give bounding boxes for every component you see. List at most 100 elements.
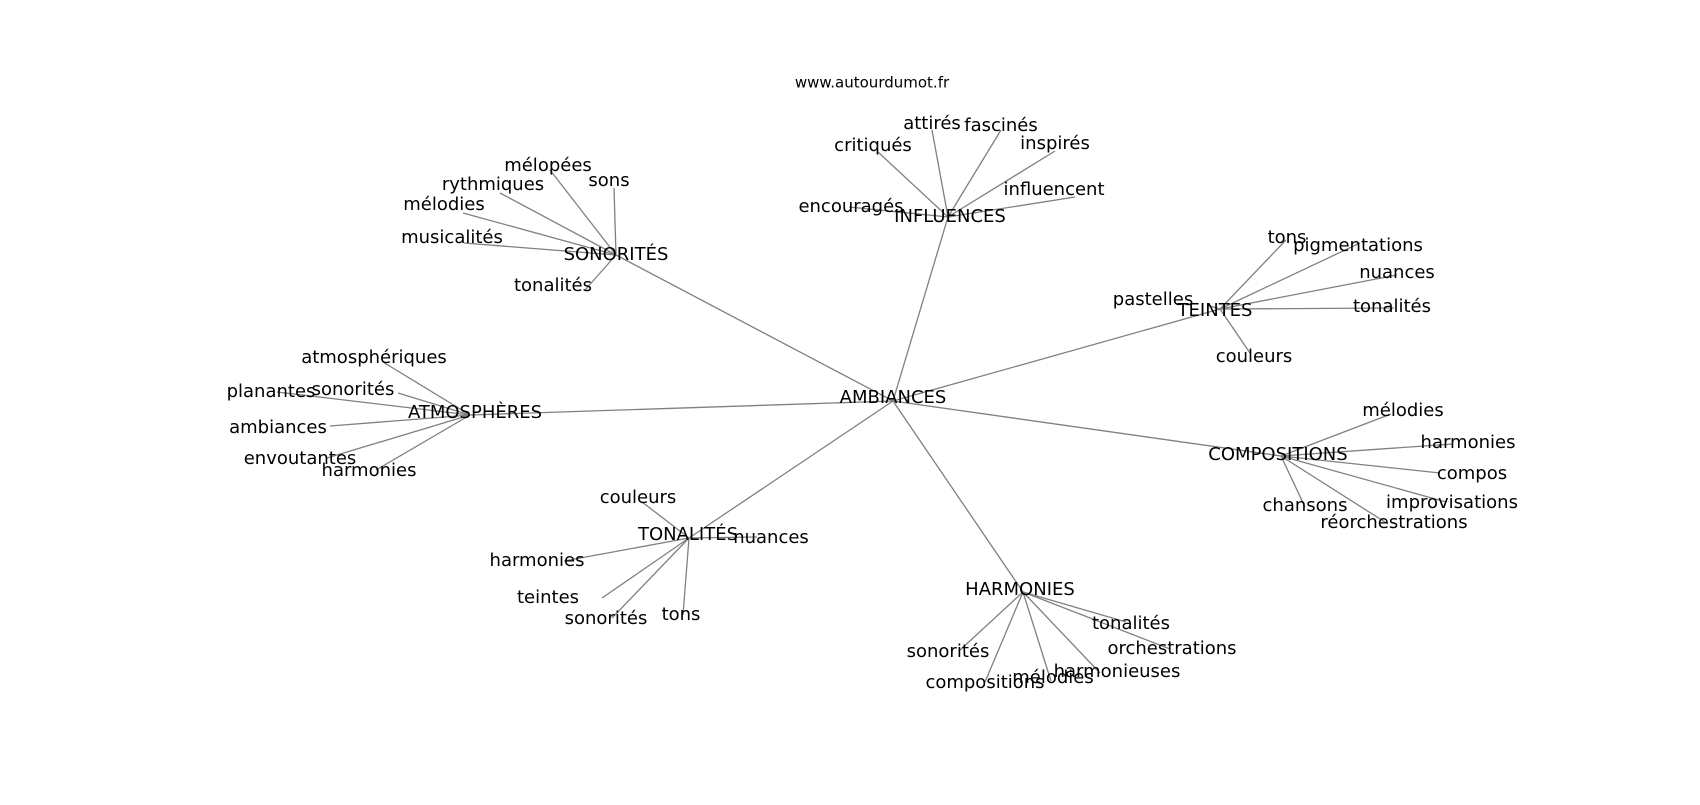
- hub-node: INFLUENCES: [894, 206, 1006, 227]
- edge-hub-to-word: [462, 212, 617, 256]
- edge-center-to-hub: [615, 254, 894, 402]
- word-node: encouragés: [798, 196, 903, 217]
- edge-hub-to-word: [958, 591, 1024, 652]
- word-node: nuances: [1359, 262, 1435, 283]
- word-node: improvisations: [1386, 492, 1518, 513]
- edge-hub-to-word: [613, 187, 617, 256]
- word-node: influencent: [1003, 179, 1104, 200]
- edge-hub-to-word: [947, 129, 1002, 218]
- word-node: sonorités: [312, 379, 395, 400]
- center-node: AMBIANCES: [840, 387, 947, 408]
- edge-hub-to-word: [276, 391, 471, 416]
- word-node: inspirés: [1020, 133, 1090, 154]
- hub-node: TONALITÉS: [637, 523, 738, 545]
- word-node: couleurs: [600, 487, 677, 508]
- word-node: mélodies: [403, 194, 485, 215]
- hub-node: SONORITÉS: [564, 243, 669, 265]
- word-node: mélodies: [1012, 667, 1094, 688]
- word-node: réorchestrations: [1320, 512, 1467, 533]
- word-node: couleurs: [1216, 346, 1293, 367]
- word-node: attirés: [903, 113, 961, 134]
- edge-hub-to-word: [499, 192, 617, 256]
- edge-center-to-hub: [892, 308, 1221, 402]
- edge-hub-to-word: [641, 501, 690, 539]
- edge-hub-to-word: [931, 129, 949, 218]
- edge-hub-to-word: [1022, 591, 1127, 623]
- word-node: sons: [588, 170, 629, 191]
- edge-hub-to-word: [382, 361, 471, 416]
- edge-hub-to-word: [947, 150, 1056, 218]
- edge-hub-to-word: [463, 242, 617, 256]
- source-label: www.autourdumot.fr: [795, 74, 950, 92]
- edge-hub-to-word: [1206, 304, 1221, 310]
- edge-hub-to-word: [584, 254, 617, 291]
- word-node: tons: [662, 604, 701, 625]
- edge-hub-to-word: [984, 591, 1024, 683]
- edge-hub-to-word: [1219, 242, 1361, 310]
- word-node: tonalités: [1092, 613, 1170, 634]
- hub-node: TEINTES: [1177, 300, 1253, 321]
- word-node: fascinés: [964, 115, 1038, 136]
- word-node: mélodies: [1362, 400, 1444, 421]
- edge-hub-to-word: [1280, 413, 1392, 457]
- edge-hub-to-word: [877, 151, 949, 218]
- edge-hub-to-word: [1280, 443, 1454, 457]
- edge-center-to-hub: [892, 216, 949, 402]
- word-node: tonalités: [514, 275, 592, 296]
- edge-hub-to-word: [375, 414, 471, 471]
- word-node: atmosphériques: [301, 347, 447, 368]
- edge-hub-to-word: [1022, 591, 1171, 650]
- word-node: teintes: [517, 587, 579, 608]
- hub-node: COMPOSITIONS: [1208, 444, 1347, 465]
- hub-node: ATMOSPHÈRES: [408, 401, 542, 423]
- edge-hub-to-word: [549, 169, 617, 256]
- word-node: ambiances: [229, 417, 327, 438]
- edge-center-to-hub: [469, 400, 894, 416]
- edge-hub-to-word: [1219, 307, 1395, 310]
- edge-hub-to-word: [326, 414, 471, 459]
- word-node: tonalités: [1353, 296, 1431, 317]
- edge-hub-to-word: [1280, 455, 1306, 508]
- word-node: sonorités: [565, 608, 648, 629]
- edge-hub-to-word: [1280, 455, 1447, 503]
- word-node: compositions: [925, 672, 1044, 693]
- edge-hub-to-word: [563, 537, 690, 562]
- word-node: mélopées: [504, 155, 592, 176]
- label-layer: www.autourdumot.fr AMBIANCES SONORITÉS mé…: [227, 74, 1518, 694]
- word-node: pigmentations: [1293, 235, 1423, 256]
- word-node: harmonies: [322, 460, 417, 481]
- edge-hub-to-word: [1280, 455, 1441, 474]
- word-node: rythmiques: [442, 174, 544, 195]
- edge-hub-to-word: [1022, 591, 1052, 682]
- edge-layer: [276, 129, 1454, 683]
- word-node: planantes: [227, 381, 316, 402]
- edge-hub-to-word: [688, 536, 758, 539]
- word-node: orchestrations: [1107, 638, 1236, 659]
- word-node: harmonies: [490, 550, 585, 571]
- edge-hub-to-word: [848, 206, 949, 218]
- edge-hub-to-word: [1280, 455, 1389, 525]
- edge-hub-to-word: [329, 414, 471, 427]
- edge-center-to-hub: [892, 400, 1282, 457]
- edge-hub-to-word: [397, 392, 471, 416]
- edge-hub-to-word: [611, 537, 690, 619]
- edge-hub-to-word: [601, 537, 690, 599]
- edge-center-to-hub: [688, 400, 894, 539]
- hub-node: HARMONIES: [965, 579, 1075, 600]
- edge-hub-to-word: [1219, 308, 1251, 354]
- word-node: critiqués: [834, 135, 912, 156]
- word-node: envoutantes: [244, 448, 357, 469]
- edge-hub-to-word: [1022, 591, 1101, 674]
- word-node: harmonies: [1421, 432, 1516, 453]
- word-node: sonorités: [907, 641, 990, 662]
- edge-hub-to-word: [682, 537, 690, 616]
- edge-center-to-hub: [892, 400, 1024, 593]
- word-node: tons: [1268, 227, 1307, 248]
- edge-hub-to-word: [1219, 239, 1287, 310]
- word-node: chansons: [1263, 495, 1348, 516]
- word-node: nuances: [733, 527, 809, 548]
- edge-hub-to-word: [1219, 274, 1398, 310]
- edge-hub-to-word: [947, 196, 1076, 218]
